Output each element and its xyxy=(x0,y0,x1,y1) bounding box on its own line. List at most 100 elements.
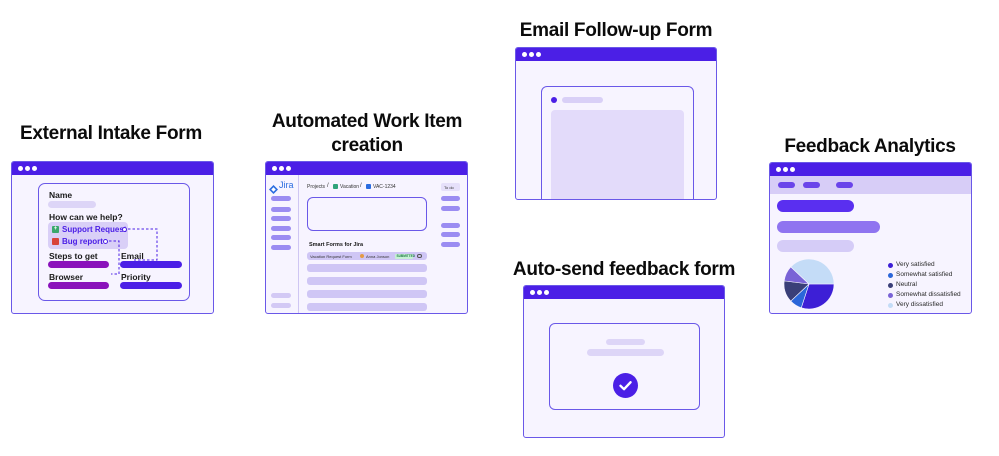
bug-report-label: Bug report xyxy=(62,237,103,246)
window-dot xyxy=(25,166,30,171)
form-row-placeholder xyxy=(307,290,427,298)
title-auto-send-feedback-form: Auto-send feedback form xyxy=(512,259,736,280)
priority-field[interactable] xyxy=(120,282,182,289)
intake-form-card: Name How can we help? + Support Request … xyxy=(38,183,190,301)
toolbar-tab[interactable] xyxy=(778,182,795,188)
email-body-placeholder xyxy=(551,110,684,199)
form-row[interactable]: Vacation Request Form Anna Jonson SUBMIT… xyxy=(307,252,427,260)
submitted-badge: SUBMITTED xyxy=(395,253,416,259)
legend-label: Very dissatisfied xyxy=(896,301,943,308)
detail-field xyxy=(441,196,460,201)
name-field[interactable] xyxy=(48,201,96,208)
steps-label: Steps to get xyxy=(49,251,98,261)
legend-swatch xyxy=(888,272,893,278)
window-dot xyxy=(286,166,291,171)
sidebar-item[interactable] xyxy=(271,303,291,308)
analytics-toolbar xyxy=(770,176,971,194)
metric-bar xyxy=(777,221,880,233)
legend-item: Neutral xyxy=(888,281,971,290)
legend-label: Somewhat satisfied xyxy=(896,271,953,278)
form-row-user: Anna Jonson xyxy=(366,254,390,259)
legend-label: Neutral xyxy=(896,281,917,288)
form-row-placeholder xyxy=(307,264,427,272)
window-titlebar xyxy=(524,286,724,299)
browser-field[interactable] xyxy=(48,282,109,289)
window-dot xyxy=(272,166,277,171)
form-row-placeholder xyxy=(307,277,427,285)
window-titlebar xyxy=(266,162,467,175)
user-avatar xyxy=(360,254,364,258)
support-request-option[interactable]: + Support Request xyxy=(52,225,128,235)
legend-item: Very dissatisfied xyxy=(888,301,971,310)
sidebar-item[interactable] xyxy=(271,226,291,231)
toolbar-tab[interactable] xyxy=(836,182,853,188)
steps-field[interactable] xyxy=(48,261,109,268)
email-field[interactable] xyxy=(120,261,182,268)
breadcrumb-issue[interactable]: VAC-1234 xyxy=(373,184,396,190)
form-row-name: Vacation Request Form xyxy=(310,254,352,259)
window-dot xyxy=(18,166,23,171)
window-dot xyxy=(522,52,527,57)
submitted-badge-label: SUBMITTED xyxy=(396,254,416,258)
legend-swatch xyxy=(888,302,893,308)
email-header-placeholder xyxy=(562,97,603,103)
satisfaction-pie-chart xyxy=(783,258,835,310)
legend-item: Very satisfied xyxy=(888,261,971,270)
window-dot xyxy=(279,166,284,171)
pie-slice-very-satisfied xyxy=(800,283,835,310)
email-status-dot-icon xyxy=(551,97,557,103)
sidebar-item[interactable] xyxy=(271,235,291,240)
description-box[interactable] xyxy=(307,197,427,231)
email-label: Email xyxy=(121,251,144,261)
jira-window: Jira Projects / Vacation / VAC-1234 To d… xyxy=(265,161,468,314)
checkmark-icon xyxy=(613,373,638,398)
legend-item: Somewhat dissatisfied xyxy=(888,291,971,300)
legend-label: Very satisfied xyxy=(896,261,935,268)
toolbar-tab[interactable] xyxy=(803,182,820,188)
project-icon xyxy=(333,184,338,189)
breadcrumb-project[interactable]: Vacation xyxy=(340,184,360,190)
jira-logo-text: Jira xyxy=(279,180,294,190)
help-dropdown[interactable] xyxy=(48,222,128,249)
confirmation-text-placeholder xyxy=(587,349,664,356)
sidebar-item[interactable] xyxy=(271,216,291,221)
breadcrumb-separator: / xyxy=(327,183,329,189)
window-titlebar xyxy=(770,163,971,176)
sidebar-item[interactable] xyxy=(271,293,291,298)
connector-node-icon xyxy=(103,238,108,244)
window-dot xyxy=(790,167,795,172)
help-label: How can we help? xyxy=(49,212,123,222)
browser-label: Browser xyxy=(49,272,84,282)
breadcrumb-projects[interactable]: Projects xyxy=(307,184,326,190)
legend-swatch xyxy=(888,292,893,298)
window-dot xyxy=(529,52,534,57)
window-dot xyxy=(536,52,541,57)
detail-field xyxy=(441,206,460,211)
confirmation-card xyxy=(549,323,700,410)
detail-field xyxy=(441,232,460,237)
sidebar-item[interactable] xyxy=(271,207,291,212)
status-button[interactable]: To do xyxy=(441,183,460,191)
window-dot xyxy=(537,290,542,295)
title-automated-work-item-creation: Automated Work Item creation xyxy=(271,111,463,156)
window-titlebar xyxy=(516,48,716,61)
view-icon[interactable] xyxy=(417,254,422,258)
branch-connector-lines xyxy=(109,228,158,275)
connector-node-icon xyxy=(122,226,127,232)
window-dot xyxy=(32,166,37,171)
legend-swatch xyxy=(888,282,893,288)
priority-label: Priority xyxy=(121,272,151,282)
status-button-label: To do xyxy=(444,184,454,190)
window-dot xyxy=(776,167,781,172)
sidebar-item[interactable] xyxy=(271,196,291,201)
jira-logo-icon xyxy=(269,181,278,194)
title-feedback-analytics: Feedback Analytics xyxy=(784,136,956,157)
smart-forms-title: Smart Forms for Jira xyxy=(309,242,364,248)
bug-report-option[interactable]: Bug report xyxy=(52,237,122,247)
sidebar-item[interactable] xyxy=(271,245,291,250)
email-card xyxy=(541,86,694,199)
window-dot xyxy=(783,167,788,172)
form-row-placeholder xyxy=(307,303,427,311)
metric-bar xyxy=(777,240,854,252)
